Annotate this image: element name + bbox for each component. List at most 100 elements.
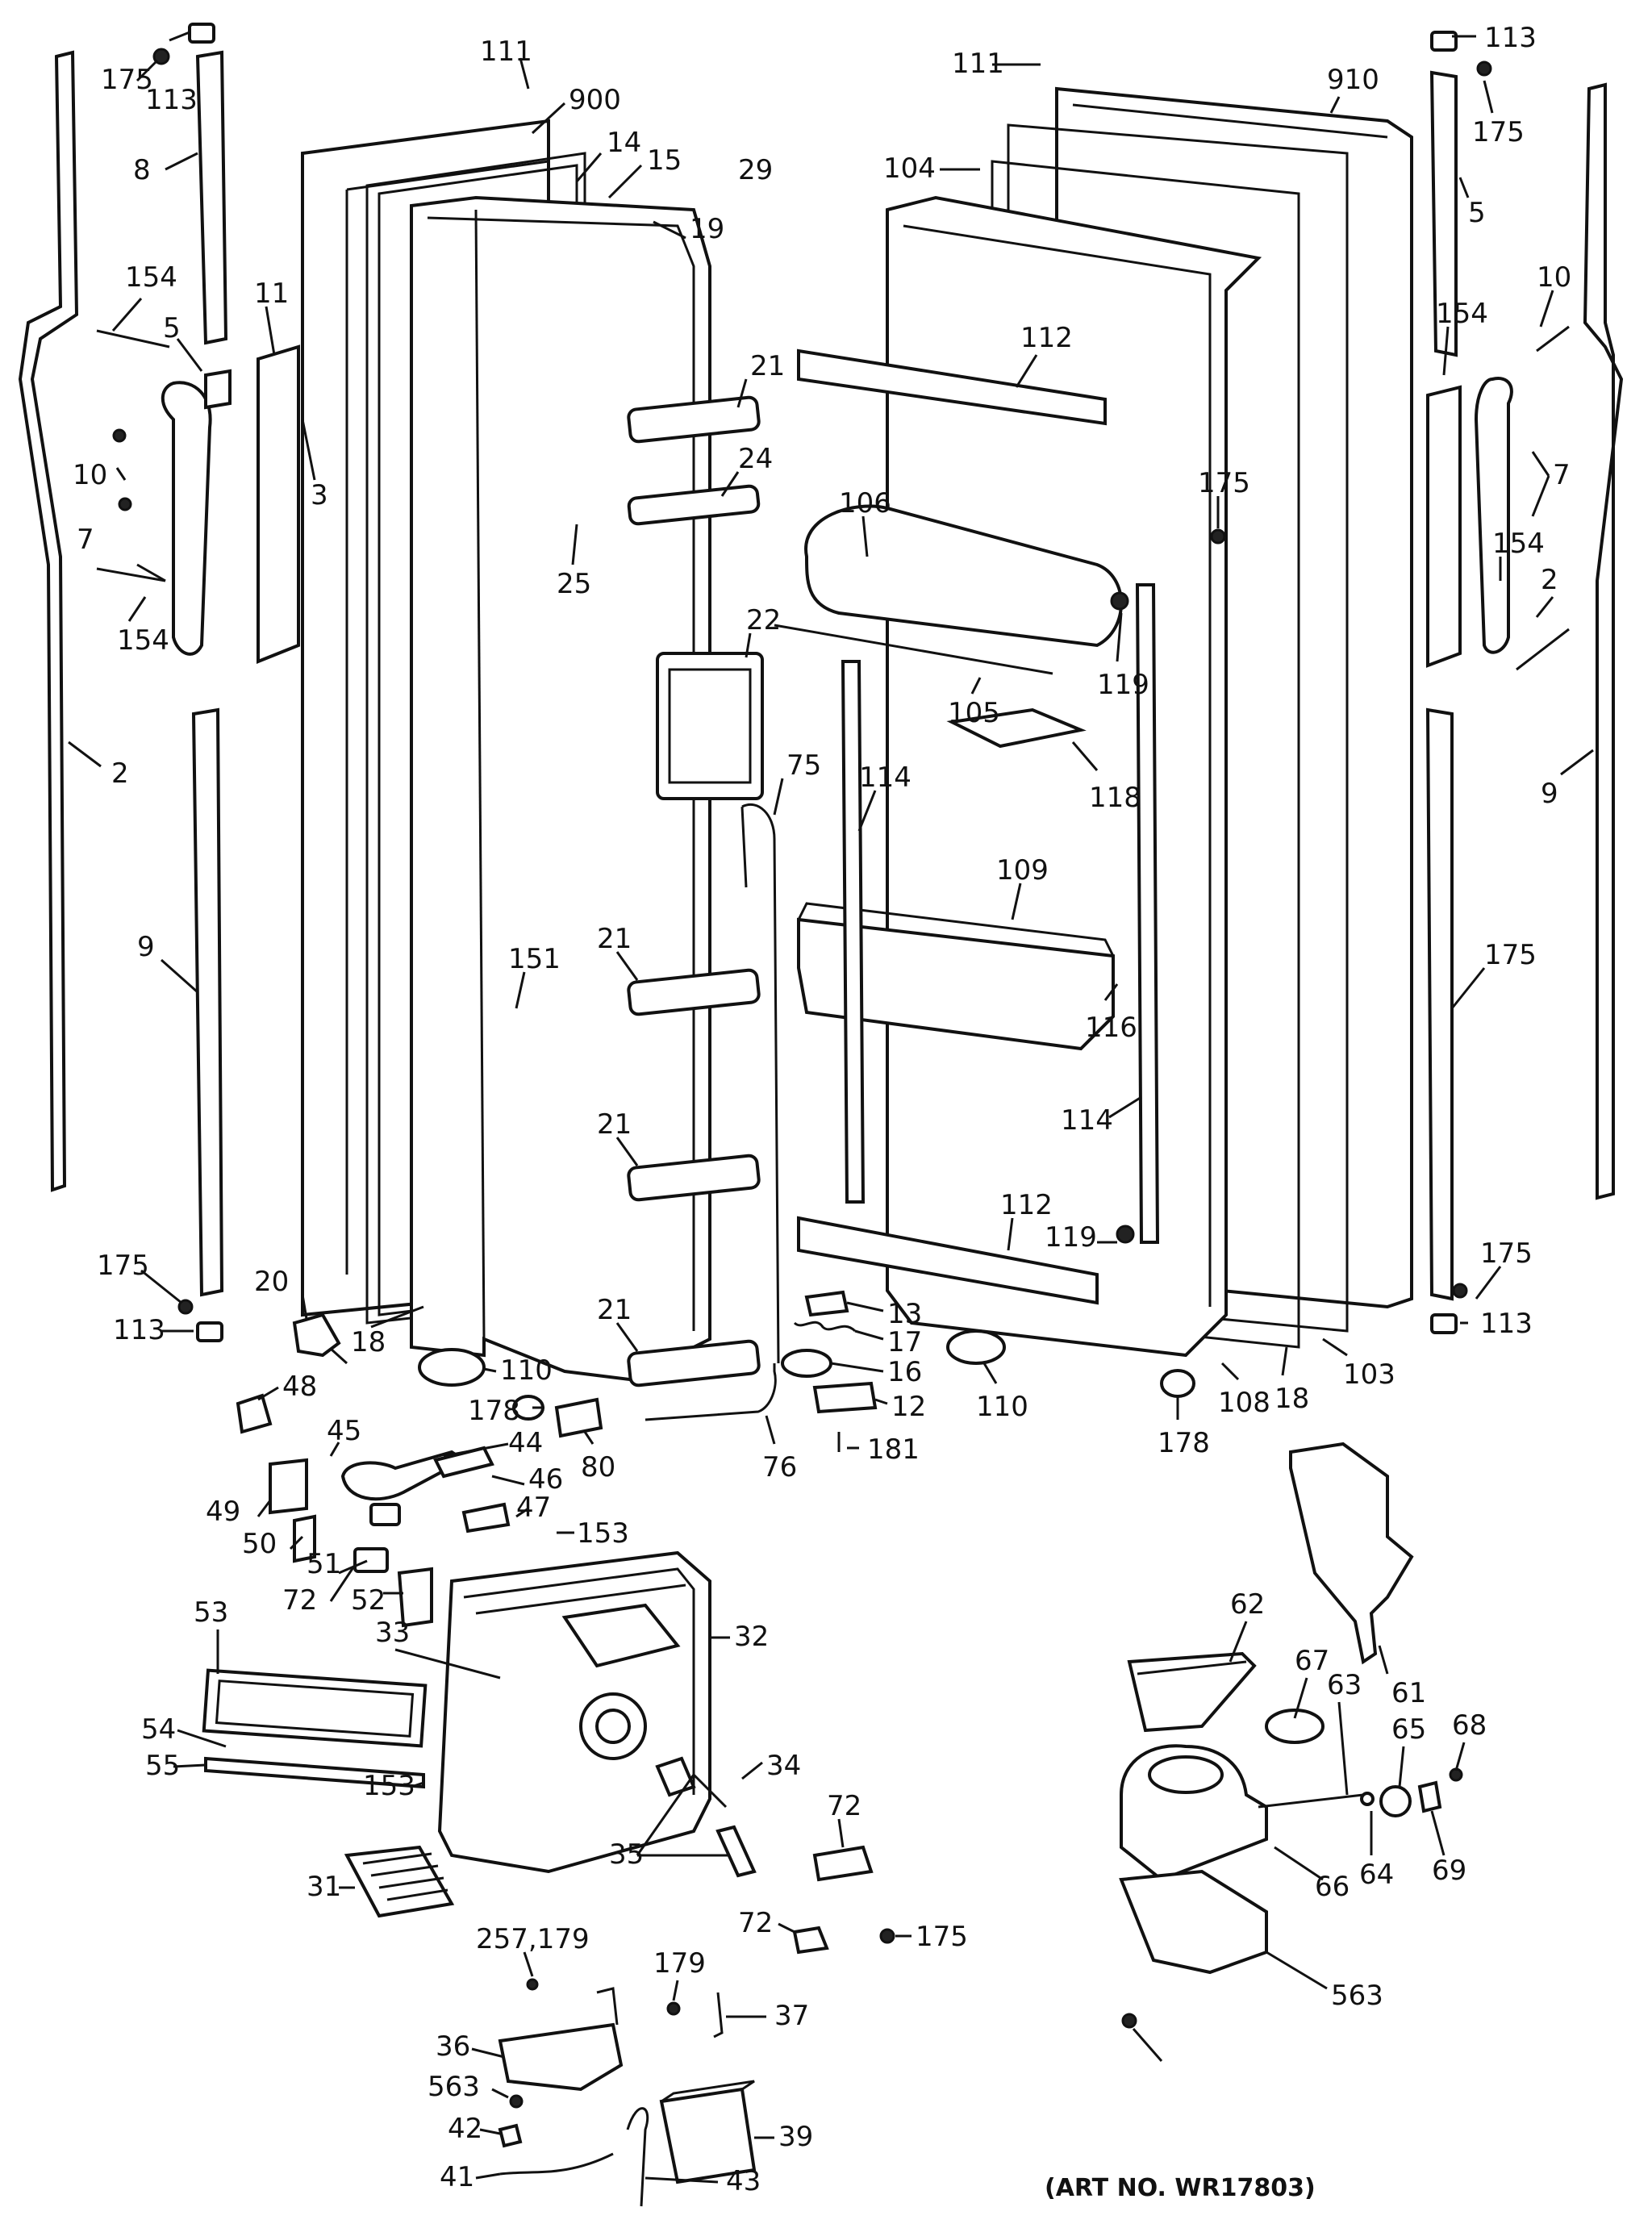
callout-2: 9 <box>1541 778 1558 810</box>
callout-563: 563 <box>428 2071 480 2103</box>
callout-44: 44 <box>508 1427 543 1459</box>
callout-7: 7 <box>77 524 94 556</box>
callout-257-179: 257,179 <box>476 1923 590 1955</box>
callout-9: 175 <box>1484 939 1537 971</box>
callout-21: 21 <box>597 1294 632 1326</box>
callout-51: 51 <box>307 1548 341 1580</box>
callout-12: 12 <box>891 1391 926 1423</box>
mounting-plate <box>1289 1442 1414 1665</box>
callout-154: 154 <box>125 261 177 294</box>
callout-49: 49 <box>206 1496 240 1528</box>
callout-110: 110 <box>976 1391 1028 1423</box>
callout-15: 15 <box>647 144 682 177</box>
callout-175: 175 <box>916 1921 968 1953</box>
callout-29: 29 <box>738 154 773 186</box>
callout-113: 113 <box>1484 22 1537 54</box>
callout-154: 10 <box>1537 261 1571 294</box>
callout-19: 19 <box>690 213 724 245</box>
callout-104: 104 <box>883 152 936 185</box>
callout-154: 154 <box>117 624 169 657</box>
callout-46: 46 <box>528 1463 563 1496</box>
right-door-assembly <box>774 31 1624 1358</box>
callout-48: 48 <box>282 1371 317 1403</box>
callout-112: 112 <box>1020 322 1073 354</box>
dispenser-assembly <box>202 803 1195 2207</box>
callout-151: 151 <box>508 943 561 975</box>
callout-114: 114 <box>1061 1104 1113 1137</box>
callout-116: 116 <box>1085 1012 1137 1044</box>
callout-21: 21 <box>750 350 785 382</box>
callout-55: 55 <box>145 1750 180 1782</box>
callout-7: 154 <box>1492 528 1545 560</box>
art-number: (ART NO. WR17803) <box>1045 2174 1316 2202</box>
left-rail <box>841 660 866 1204</box>
callout-41: 41 <box>440 2161 474 2193</box>
callout-178: 178 <box>468 1395 520 1427</box>
callout-72: 72 <box>282 1584 317 1617</box>
callout-39: 39 <box>778 2121 813 2153</box>
left-breaker-strip <box>18 50 79 1192</box>
callout-75: 75 <box>786 749 821 782</box>
callout-5: 154 <box>1436 298 1488 330</box>
callout-21: 21 <box>597 1108 632 1141</box>
callout-105: 105 <box>948 697 1000 729</box>
callout-36: 36 <box>436 2030 470 2063</box>
callout-111: 111 <box>952 48 1004 80</box>
callout-113: 113 <box>145 84 198 116</box>
callout-31: 31 <box>307 1871 341 1903</box>
callout-21: 21 <box>597 923 632 955</box>
callout-66: 64 <box>1359 1859 1394 1891</box>
callout-43: 43 <box>726 2165 761 2197</box>
callout-17: 17 <box>887 1326 922 1358</box>
callout-106: 106 <box>839 487 891 519</box>
dispenser-panel <box>656 652 764 800</box>
callout-8: 5 <box>1468 197 1486 229</box>
callout-18: 18 <box>351 1326 386 1358</box>
callout-67: 63 <box>1327 1669 1362 1701</box>
callout-18: 18 <box>1274 1383 1309 1415</box>
callout-179: 179 <box>653 1947 706 1980</box>
callout-113: 113 <box>1480 1308 1533 1340</box>
callout-113: 113 <box>113 1314 165 1346</box>
callout-22: 22 <box>746 604 781 636</box>
callout-16: 16 <box>887 1356 922 1388</box>
callout-900: 900 <box>569 84 621 116</box>
callout-76: 76 <box>762 1451 797 1483</box>
callout-154: 2 <box>1541 564 1558 596</box>
callout-110: 110 <box>500 1354 553 1387</box>
callout-114: 114 <box>859 762 912 794</box>
callout-64: 69 <box>1432 1855 1466 1887</box>
callout-111: 111 <box>480 35 532 68</box>
callout-60: 61 <box>1391 1677 1426 1709</box>
callout-65: 68 <box>1452 1709 1487 1742</box>
callout-50: 50 <box>242 1528 277 1560</box>
left-handle <box>161 381 212 656</box>
chute-base <box>1119 1869 1268 1975</box>
callout-61: 62 <box>1230 1588 1265 1621</box>
callout-45: 45 <box>327 1415 361 1447</box>
callout-72: 72 <box>738 1907 773 1939</box>
callout-119: 119 <box>1045 1221 1097 1254</box>
callout-62: 67 <box>1295 1645 1329 1677</box>
callout-72: 72 <box>827 1790 861 1822</box>
callout-10: 10 <box>73 459 107 491</box>
mounting-bracket <box>498 2022 624 2092</box>
callout-175: 175 <box>1198 467 1250 499</box>
callout-80: 80 <box>581 1451 615 1483</box>
callout-5: 5 <box>163 312 181 344</box>
callout-34: 34 <box>766 1750 801 1782</box>
motor-box <box>659 2087 757 2184</box>
callout-25: 25 <box>557 568 591 600</box>
right-rail <box>1135 583 1160 1244</box>
callout-175: 175 <box>97 1250 149 1282</box>
callout-32: 32 <box>734 1621 769 1653</box>
ice-chute-assembly <box>1119 1442 1463 2029</box>
drip-tray-grille <box>344 1845 455 1918</box>
callout-175: 175 <box>1472 116 1525 148</box>
callout-8: 8 <box>133 154 151 186</box>
callout-153: 153 <box>363 1770 415 1802</box>
callout-2: 2 <box>111 757 129 790</box>
callout-112: 112 <box>1000 1189 1053 1221</box>
callout-labels: 175 113 8 154 5 10 7 154 2 9 175 113 11 … <box>73 22 1571 2197</box>
